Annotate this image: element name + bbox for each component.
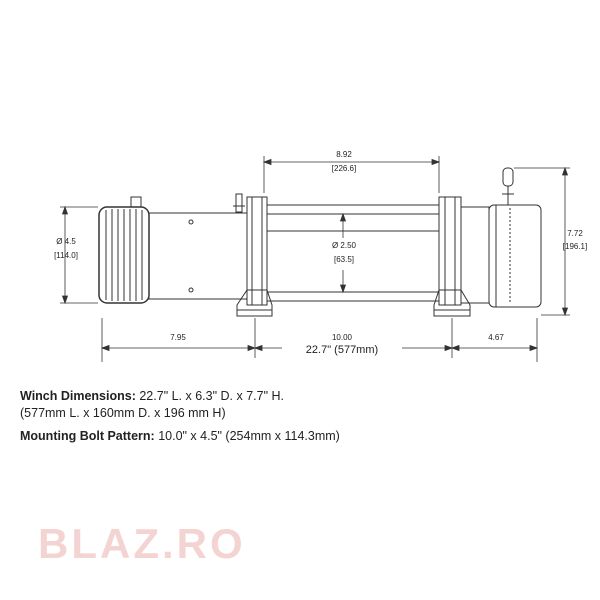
dim-drum-length: 8.92 [336,150,352,159]
dim-drum-diameter-mm: [63.5] [334,255,354,264]
clutch-lever [502,167,514,205]
dim-motor-diameter-mm: [114.0] [54,251,78,260]
dim-right-segment: 4.67 [488,333,504,342]
dim-drum-length-mm: [226.6] [332,164,356,173]
spec-text: Winch Dimensions: 22.7" L. x 6.3" D. x 7… [20,388,340,445]
winch-dimensions-metric: (577mm L. x 160mm D. x 196 mm H) [20,406,226,420]
dim-height: 7.72 [567,229,583,238]
dim-overall-length: 22.7" (577mm) [306,344,378,356]
watermark: BLAZ.RO [38,520,246,567]
drum [266,204,440,302]
dim-middle-segment: 10.00 [332,333,353,342]
dim-left-segment: 7.95 [170,333,186,342]
winch-body [98,167,542,317]
winch-dimensions-value: 22.7" L. x 6.3" D. x 7.7" H. [139,389,284,403]
dim-drum-diameter: Ø 2.50 [332,241,357,250]
motor-fins [98,196,150,304]
dim-motor-diameter: Ø 4.5 [56,237,76,246]
winch-dimensions-line: Winch Dimensions: 22.7" L. x 6.3" D. x 7… [20,388,340,405]
gearbox [460,204,542,308]
winch-dimensions-label: Winch Dimensions: [20,389,136,403]
dim-height-mm: [196.1] [563,242,587,251]
motor-body [148,212,248,300]
right-end-bracket [433,196,471,317]
bolt-pattern-label: Mounting Bolt Pattern: [20,429,155,443]
bolt-pattern-value: 10.0" x 4.5" (254mm x 114.3mm) [158,429,340,443]
bolt-pattern-line: Mounting Bolt Pattern: 10.0" x 4.5" (254… [20,428,340,445]
